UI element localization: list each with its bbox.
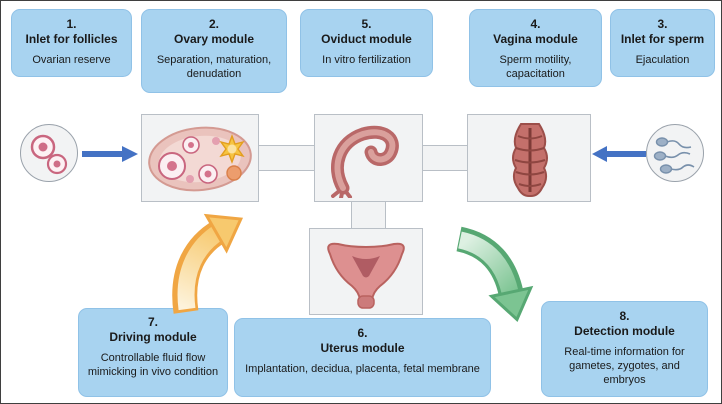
module-ovary: 2. Ovary module Separation, maturation, … <box>141 9 287 93</box>
module-number: 4. <box>530 17 541 31</box>
module-subtitle: Separation, maturation, denudation <box>156 54 272 80</box>
module-subtitle: Ejaculation <box>635 54 690 66</box>
arrow-right-blue-icon <box>82 146 138 167</box>
channel-ovary-to-oviduct <box>255 145 317 171</box>
vagina-chamber <box>467 114 591 202</box>
module-title: Inlet for follicles <box>25 32 118 46</box>
module-subtitle: Real-time information for gametes, zygot… <box>564 346 685 386</box>
module-subtitle: Ovarian reserve <box>32 54 111 66</box>
module-number: 7. <box>147 315 158 329</box>
module-number: 1. <box>66 17 77 31</box>
oviduct-icon <box>330 125 399 198</box>
module-number: 2. <box>208 17 219 31</box>
uterus-icon <box>327 242 405 309</box>
channel-oviduct-to-uterus <box>351 200 386 230</box>
module-inlet-for-sperm: 3. Inlet for sperm Ejaculation <box>610 9 715 77</box>
module-uterus: 6. Uterus module Implantation, decidua, … <box>234 318 491 397</box>
follicles-icon <box>30 134 68 175</box>
arrow-left-blue-icon <box>592 146 646 167</box>
module-title: Oviduct module <box>321 32 412 46</box>
module-title: Driving module <box>109 330 197 344</box>
module-subtitle: Controllable fluid flow mimicking in viv… <box>87 352 219 378</box>
sperm-icon <box>653 137 695 174</box>
module-detection: 8. Detection module Real-time informatio… <box>541 301 708 397</box>
module-subtitle: Sperm motility, capacitation <box>499 54 572 80</box>
module-number: 6. <box>357 326 368 340</box>
channel-oviduct-to-vagina <box>419 145 471 171</box>
uterus-chamber <box>309 228 423 315</box>
module-oviduct: 5. Oviduct module In vitro fertilization <box>300 9 433 77</box>
module-subtitle: Implantation, decidua, placenta, fetal m… <box>245 363 480 375</box>
module-number: 5. <box>361 17 372 31</box>
curved-arrow-up-orange-icon <box>164 209 269 319</box>
module-title: Inlet for sperm <box>620 32 705 46</box>
module-vagina: 4. Vagina module Sperm motility, capacit… <box>469 9 602 87</box>
follicle-inlet-port <box>20 124 78 182</box>
module-title: Vagina module <box>493 32 578 46</box>
module-inlet-for-follicles: 1. Inlet for follicles Ovarian reserve <box>11 9 132 77</box>
module-title: Detection module <box>574 324 675 338</box>
module-number: 3. <box>657 17 668 31</box>
oviduct-chamber <box>314 114 423 202</box>
curved-arrow-down-green-icon <box>449 223 549 328</box>
ovary-icon <box>148 126 252 192</box>
sperm-inlet-port <box>646 124 704 182</box>
module-number: 8. <box>619 309 630 323</box>
module-title: Ovary module <box>173 32 255 46</box>
vagina-icon <box>512 123 548 197</box>
module-subtitle: In vitro fertilization <box>322 54 411 66</box>
module-title: Uterus module <box>320 341 405 355</box>
module-driving: 7. Driving module Controllable fluid flo… <box>78 308 228 397</box>
ovary-chamber <box>141 114 259 202</box>
